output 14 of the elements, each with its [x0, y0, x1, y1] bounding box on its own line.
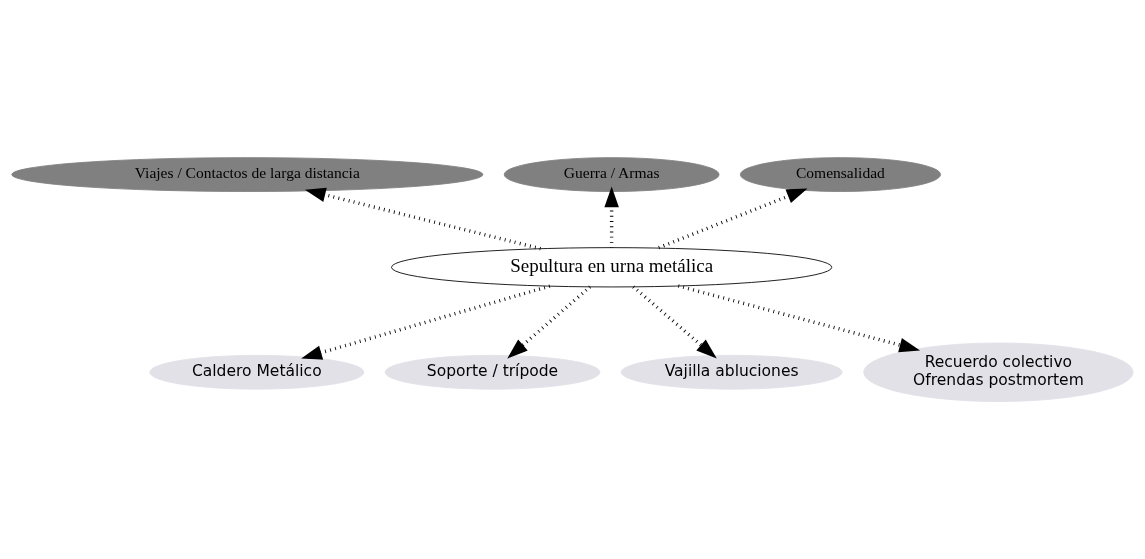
node-ellipse: Caldero Metálico: [149, 354, 365, 390]
arrow: [301, 284, 551, 360]
arrow: [632, 285, 717, 359]
arrow: [657, 188, 808, 250]
arrow: [677, 284, 921, 353]
arrow: [304, 187, 542, 251]
node-ellipse: Comensalidad: [739, 157, 941, 192]
node-ellipse: Soporte / trípode: [384, 354, 601, 390]
node-ellipse: Viajes / Contactos de larga distancia: [11, 157, 484, 192]
node-ellipse: Guerra / Armas: [503, 157, 720, 192]
node-ellipse: Vajilla abluciones: [620, 354, 843, 390]
node-ellipse: Recuerdo colectivo Ofrendas postmortem: [863, 342, 1134, 402]
arrow: [507, 285, 592, 359]
node-ellipse: Sepultura en urna metálica: [391, 247, 833, 288]
